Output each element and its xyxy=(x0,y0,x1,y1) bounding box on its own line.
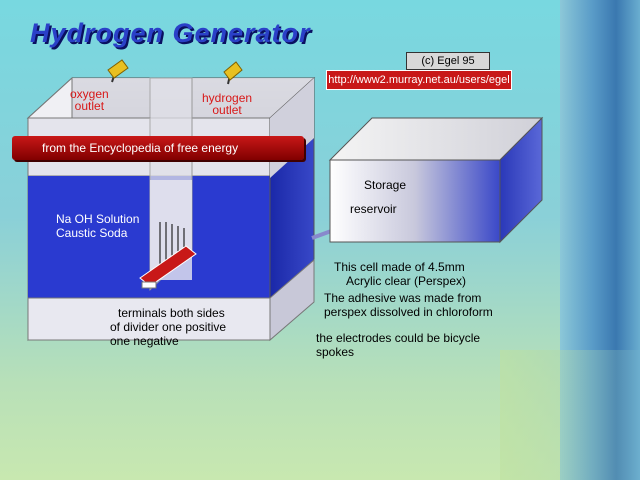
terminals-note: terminals both sides of divider one posi… xyxy=(110,306,226,348)
hydrogen-outlet-tap xyxy=(223,61,243,85)
tank-base-side xyxy=(269,258,315,342)
terminals-note-line3: one negative xyxy=(110,334,179,348)
electrodes-note-line2: spokes xyxy=(316,345,355,359)
encyclopedia-banner: from the Encyclopedia of free energy xyxy=(12,136,304,160)
oxygen-outlet-label: oxygen outlet xyxy=(70,88,109,112)
storage-reservoir xyxy=(328,116,544,244)
cell-note-line2: Acrylic clear (Perspex) xyxy=(346,274,467,288)
solution-label-line1: Na OH Solution xyxy=(56,212,140,226)
terminals-note-line2: of divider one positive xyxy=(110,320,227,334)
hydrogen-outlet-label-line2: outlet xyxy=(212,103,242,117)
oxygen-outlet-label-line1: oxygen xyxy=(70,87,109,101)
oxygen-outlet-label-line2: outlet xyxy=(74,99,105,113)
terminals-note-line1: terminals both sides xyxy=(118,306,225,320)
reservoir-label-line2: reservoir xyxy=(350,202,397,216)
page-title: Hydrogen Generator xyxy=(30,18,311,48)
adhesive-note-line1: The adhesive was made from xyxy=(324,291,482,305)
electrodes-note-line1: the electrodes could be bicycle xyxy=(316,331,481,345)
url-link[interactable]: http://www2.murray.net.au/users/egel xyxy=(326,70,512,90)
oxygen-outlet-tap xyxy=(107,59,129,83)
adhesive-note: The adhesive was made from perspex disso… xyxy=(324,291,493,319)
electrodes-note: the electrodes could be bicycle spokes xyxy=(316,331,480,359)
solution-label: Na OH Solution Caustic Soda xyxy=(56,212,139,240)
cell-note-line1: This cell made of 4.5mm xyxy=(334,260,465,274)
reservoir-label-line1: Storage xyxy=(364,178,407,192)
electrolysis-tank xyxy=(26,76,316,342)
background-wash xyxy=(500,350,640,480)
reservoir-side-face xyxy=(499,116,543,244)
hydrogen-outlet-label: hydrogen outlet xyxy=(202,92,252,116)
credit-badge: (c) Egel 95 xyxy=(406,52,490,70)
adhesive-note-line2: perspex dissolved in chloroform xyxy=(324,305,493,319)
terminal-tip xyxy=(141,281,157,289)
solution-label-line2: Caustic Soda xyxy=(56,226,128,240)
cell-note: This cell made of 4.5mm Acrylic clear (P… xyxy=(334,260,466,288)
reservoir-front-face xyxy=(329,159,501,243)
hydrogen-outlet-label-line1: hydrogen xyxy=(202,91,253,105)
